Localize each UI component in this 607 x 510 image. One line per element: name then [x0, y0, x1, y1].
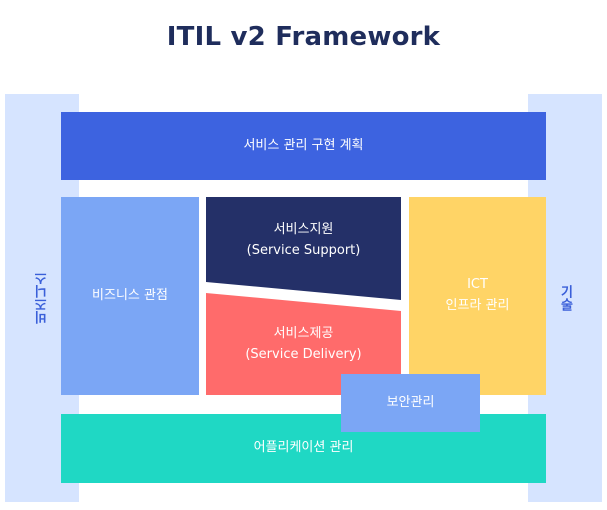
service-management-planning-label: 서비스 관리 구현 계획 [243, 137, 364, 153]
service-support-line2: (Service Support) [246, 242, 361, 258]
application-management-label: 어플리케이션 관리 [253, 440, 354, 456]
service-delivery-line2: (Service Delivery) [245, 346, 362, 362]
service-support-shape [206, 197, 401, 300]
service-management-planning-box: 서비스 관리 구현 계획 [61, 112, 546, 180]
ict-infrastructure-box: ICT 인프라 관리 [409, 197, 546, 395]
business-view-box: 비즈니스 관점 [61, 197, 199, 395]
service-delivery-line1: 서비스제공 [273, 326, 334, 341]
service-delivery-text: 서비스제공 (Service Delivery) [206, 324, 401, 366]
diagram-title: ITIL v2 Framework [166, 22, 441, 52]
technology-side-label: 기술 [557, 285, 573, 311]
service-delivery-shape [206, 293, 401, 395]
service-support-line1: 서비스지원 [273, 222, 334, 237]
ict-line2: 인프라 관리 [445, 298, 510, 313]
security-management-box: 보안관리 [341, 374, 480, 432]
ict-line1: ICT [467, 277, 488, 293]
business-view-label: 비즈니스 관점 [92, 287, 168, 303]
service-support-text: 서비스지원 (Service Support) [206, 220, 401, 262]
security-management-label: 보안관리 [386, 394, 435, 410]
